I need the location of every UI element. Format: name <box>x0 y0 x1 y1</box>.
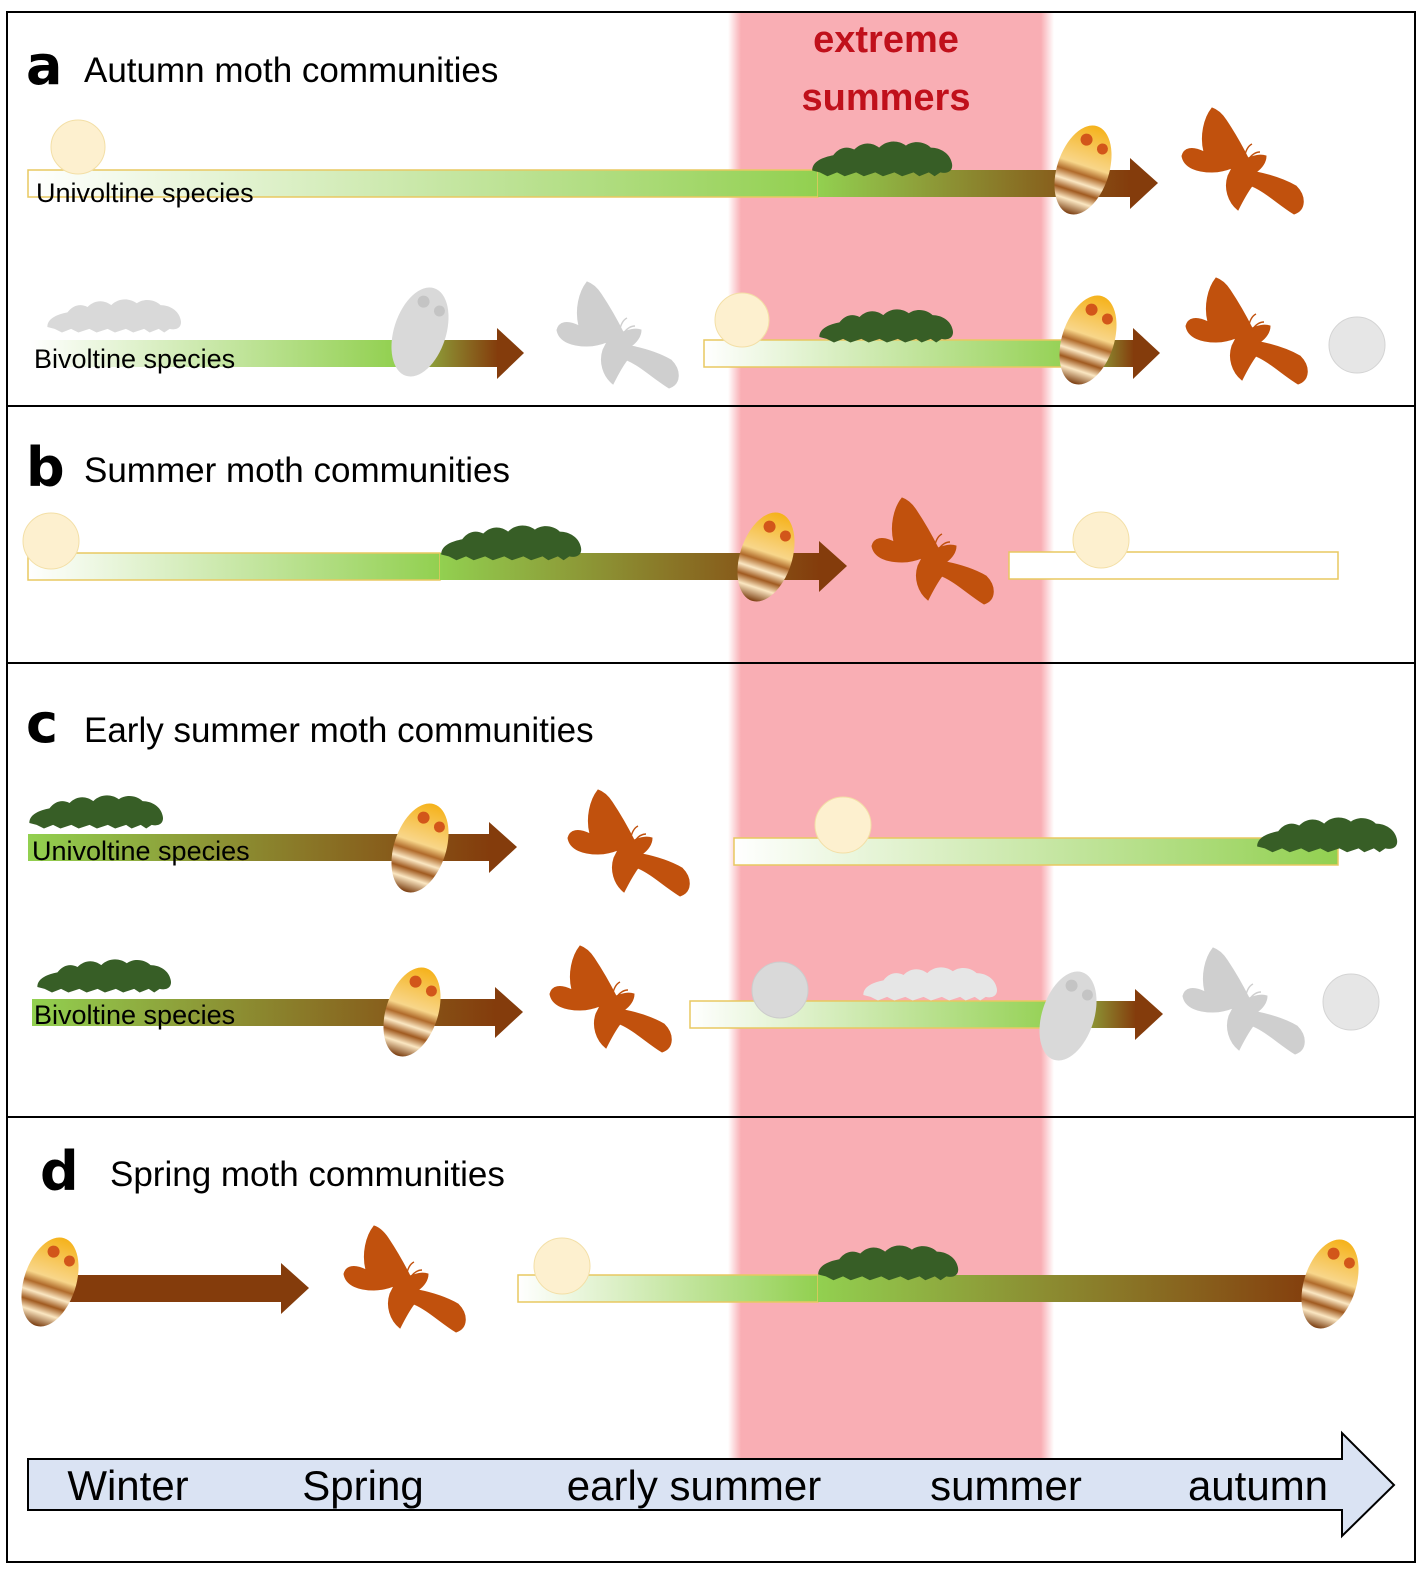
caterpillar-icon <box>29 795 164 829</box>
arrow-head <box>489 822 517 873</box>
season-timeline: Winter Spring early summer summer autumn <box>27 1430 1396 1539</box>
adult-moth-icon <box>549 945 672 1053</box>
larval-bar <box>27 169 819 198</box>
egg-stage-bar <box>1008 551 1339 580</box>
development-bar <box>818 1275 1318 1302</box>
egg-icon <box>533 1237 591 1295</box>
pupa-icon <box>737 512 795 602</box>
season-label: summer <box>930 1462 1082 1509</box>
egg-icon <box>1322 973 1380 1031</box>
egg-icon <box>814 796 872 854</box>
arrow-head <box>1130 158 1158 209</box>
caterpillar-icon <box>47 299 182 333</box>
season-label: early summer <box>567 1462 821 1509</box>
highlight-label-line2: summers <box>802 77 971 119</box>
pupa-icon <box>1059 295 1117 385</box>
egg-icon <box>714 292 770 348</box>
pupa-icon <box>1301 1239 1359 1329</box>
season-label: Spring <box>302 1462 423 1509</box>
row-label: Bivoltine species <box>34 344 235 374</box>
egg-icon <box>1328 316 1386 374</box>
panel-letter: b <box>26 436 65 499</box>
highlight-label-line1: extreme <box>813 19 959 61</box>
panel-letter: a <box>26 34 62 97</box>
panel-b: b Summer moth communities <box>22 436 1339 605</box>
pupa-icon <box>21 1237 79 1327</box>
pupa-icon <box>391 803 449 893</box>
larval-bar <box>30 340 396 367</box>
season-label: Winter <box>67 1462 188 1509</box>
timeline-arrow <box>27 1430 1396 1539</box>
adult-moth-icon <box>343 1225 466 1333</box>
egg-icon <box>50 119 106 175</box>
panel-title: Early summer moth communities <box>84 711 594 750</box>
pupa-icon <box>383 967 441 1057</box>
panel-letter: c <box>26 692 58 755</box>
arrow-head <box>1133 328 1160 379</box>
row-label: Univoltine species <box>32 836 250 866</box>
arrow-head <box>1135 989 1163 1040</box>
arrow-head <box>819 541 847 592</box>
larval-bar <box>689 1000 1063 1029</box>
row-label: Univoltine species <box>36 178 254 208</box>
panel-a: a Autumn moth communities Univoltine spe… <box>26 34 1386 389</box>
arrow-head <box>497 328 524 379</box>
pupa-icon <box>391 287 449 377</box>
figure-frame <box>6 11 1416 1563</box>
egg-icon <box>751 961 809 1019</box>
larval-bar <box>703 339 1077 368</box>
pupa-icon <box>1039 971 1097 1061</box>
adult-moth-icon <box>1181 107 1304 215</box>
panel-c: c Early summer moth communities Univolti… <box>26 692 1398 1061</box>
adult-moth-icon <box>1182 947 1305 1055</box>
egg-icon <box>1072 511 1130 569</box>
row-label: Bivoltine species <box>34 1000 235 1030</box>
development-bar <box>66 1275 282 1302</box>
panel-title: Spring moth communities <box>110 1155 505 1194</box>
pupa-icon <box>1054 125 1112 215</box>
caterpillar-icon <box>1257 817 1398 853</box>
panel-letter: d <box>40 1140 79 1203</box>
season-label: autumn <box>1188 1462 1328 1509</box>
extreme-summer-band <box>728 12 1054 1462</box>
arrow-head <box>495 987 523 1038</box>
adult-moth-icon <box>1185 277 1308 385</box>
adult-moth-icon <box>556 281 679 389</box>
egg-icon <box>22 512 80 570</box>
panel-title: Autumn moth communities <box>84 51 498 90</box>
panel-title: Summer moth communities <box>84 451 510 490</box>
larval-bar <box>27 552 441 581</box>
adult-moth-icon <box>567 789 690 897</box>
panel-d: d Spring moth communities <box>21 1140 1359 1333</box>
caterpillar-icon <box>37 959 172 993</box>
caterpillar-icon <box>441 525 582 561</box>
arrow-head <box>281 1263 309 1314</box>
